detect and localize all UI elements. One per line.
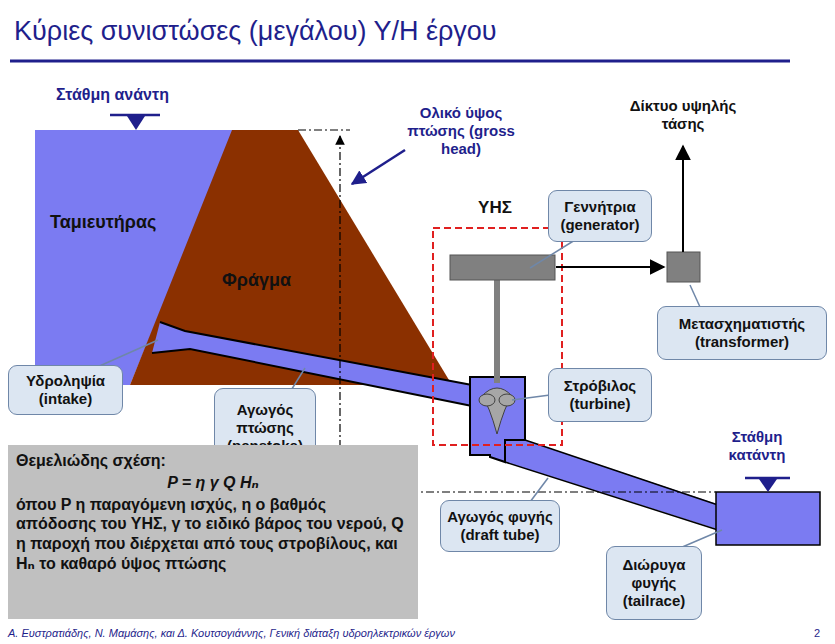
callout-text: Υδροληψία (intake) [15, 372, 116, 409]
formula-text: P = η γ Q Hₙ [16, 473, 410, 493]
callout-text: Διώρυγα φυγής (tailrace) [613, 556, 695, 611]
formula-panel: Θεμελιώδης σχέση:P = η γ Q Hₙόπου P η πα… [8, 445, 418, 619]
callout-text: Μετασχηματιστής (transformer) [664, 315, 820, 352]
part-label: ΥΗΣ [460, 198, 530, 218]
upstream-level-line [298, 129, 350, 130]
footer-credit: Α. Ευστρατιάδης, Ν. Μαμάσης, και Δ. Κουτ… [8, 627, 708, 640]
transformer [667, 252, 700, 282]
level-marker [110, 114, 160, 117]
callout-box: Γεννήτρια (generator) [548, 190, 652, 242]
callout-box: Αγωγός φυγής (draft tube) [440, 500, 560, 552]
turbine-blade [479, 394, 495, 406]
callout-text: Γεννήτρια (generator) [555, 198, 645, 235]
callout-box: Μετασχηματιστής (transformer) [657, 306, 827, 360]
power-line [556, 266, 664, 268]
gross-head-dimension [339, 136, 340, 486]
turbine-housing [470, 377, 525, 462]
callout-box: Στρόβιλος (turbine) [548, 368, 652, 422]
part-label: Ταμιευτήρας [50, 212, 180, 234]
gross-head-pointer [352, 150, 405, 184]
grid-line [682, 146, 684, 252]
shaft [494, 280, 500, 383]
callout-text: Στρόβιλος (turbine) [555, 377, 645, 414]
part-label: Στάθμη ανάντη [56, 85, 206, 104]
slide-title: Κύριες συνιστώσες (μεγάλου) Υ/Η έργου [14, 16, 497, 47]
penstock-wall [160, 322, 472, 385]
title-rule [10, 60, 790, 63]
callout-box: Υδροληψία (intake) [8, 365, 123, 415]
level-marker [745, 477, 790, 480]
callout-box: Διώρυγα φυγής (tailrace) [606, 546, 702, 620]
generator [450, 255, 555, 280]
part-label: Ολικό ύψος πτώσης (gross head) [398, 104, 524, 158]
page-number: 2 [795, 627, 820, 640]
draft-tube-wall [525, 440, 718, 505]
formula-text: όπου P η παραγόμενη ισχύς, η ο βαθμός απ… [16, 495, 410, 574]
level-marker [127, 116, 145, 130]
part-label: Φράγμα [222, 270, 322, 292]
level-marker [759, 479, 777, 492]
callout-text: Αγωγός φυγής (draft tube) [447, 508, 553, 545]
part-label: Δίκτυο υψηλής τάσης [612, 97, 754, 133]
part-label: Στάθμη κατάντη [712, 428, 802, 464]
formula-text: Θεμελιώδης σχέση: [16, 451, 410, 471]
tailrace-basin [716, 492, 820, 545]
